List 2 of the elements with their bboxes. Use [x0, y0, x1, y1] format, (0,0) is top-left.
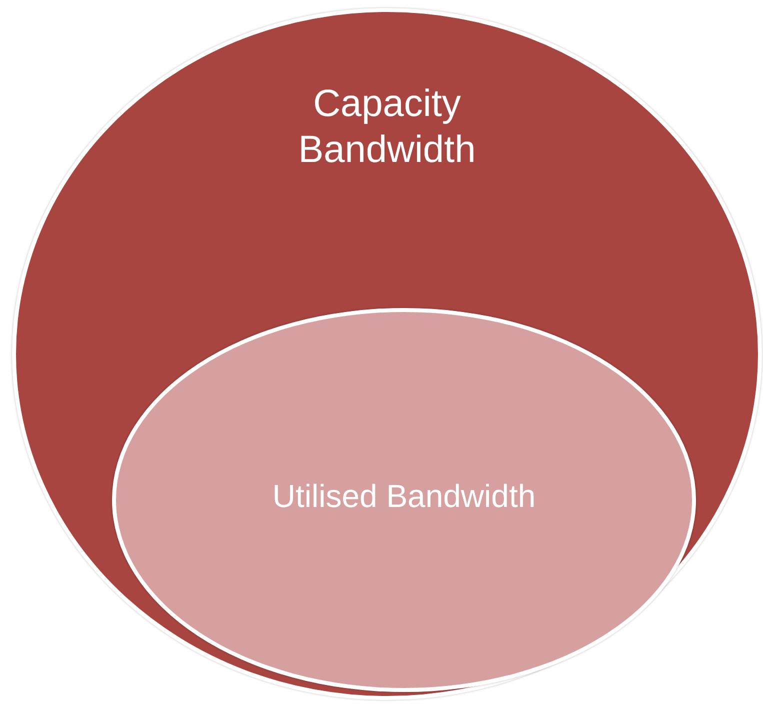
- ellipse-label: Capacity Bandwidth: [297, 82, 477, 173]
- ellipse-label: Utilised Bandwidth: [272, 477, 536, 516]
